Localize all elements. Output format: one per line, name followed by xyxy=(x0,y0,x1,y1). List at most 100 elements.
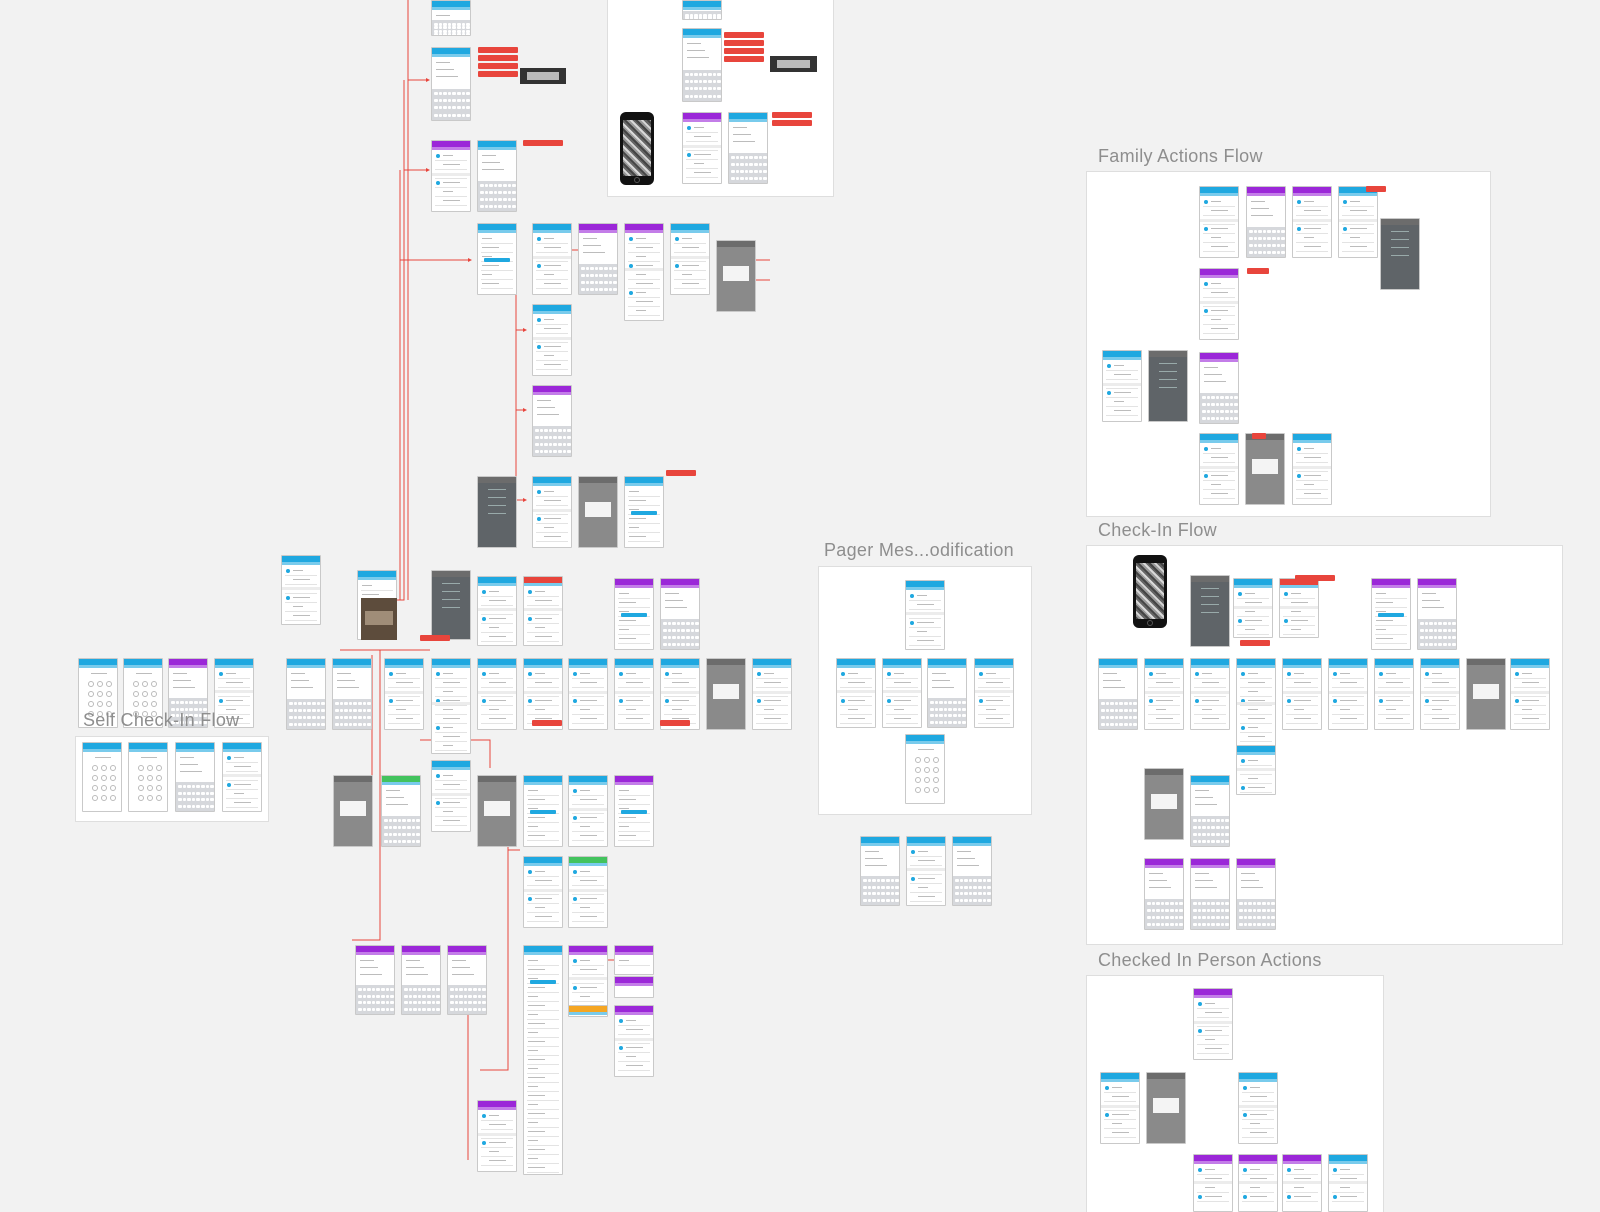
mobile-screen-thumbnail[interactable] xyxy=(355,945,395,1015)
mobile-screen-thumbnail[interactable] xyxy=(682,0,722,20)
mobile-screen-thumbnail[interactable] xyxy=(1199,352,1239,424)
mobile-screen-thumbnail[interactable] xyxy=(568,945,608,1015)
mobile-screen-thumbnail[interactable] xyxy=(523,775,563,847)
mobile-screen-thumbnail[interactable] xyxy=(614,578,654,650)
mobile-screen-thumbnail[interactable] xyxy=(1148,350,1188,422)
mobile-screen-thumbnail[interactable] xyxy=(82,742,122,812)
mobile-screen-thumbnail[interactable] xyxy=(523,945,563,1175)
mobile-screen-thumbnail[interactable] xyxy=(952,836,992,906)
mobile-screen-thumbnail[interactable] xyxy=(682,112,722,184)
mobile-screen-thumbnail[interactable] xyxy=(1279,578,1319,638)
mobile-screen-thumbnail[interactable] xyxy=(431,570,471,640)
mobile-screen-thumbnail[interactable] xyxy=(523,576,563,646)
mobile-screen-thumbnail[interactable] xyxy=(1236,745,1276,795)
mobile-screen-thumbnail[interactable] xyxy=(1102,350,1142,422)
mobile-screen-thumbnail[interactable] xyxy=(381,775,421,847)
mobile-screen-thumbnail[interactable] xyxy=(624,476,664,548)
mobile-screen-thumbnail[interactable] xyxy=(1199,433,1239,505)
mobile-screen-thumbnail[interactable] xyxy=(1098,658,1138,730)
mobile-screen-thumbnail[interactable] xyxy=(1190,775,1230,847)
mobile-screen-thumbnail[interactable] xyxy=(431,140,471,212)
mobile-screen-thumbnail[interactable] xyxy=(614,945,654,975)
mobile-screen-thumbnail[interactable] xyxy=(1190,575,1230,647)
artboard-title-family-actions[interactable]: Family Actions Flow xyxy=(1098,146,1263,166)
mobile-screen-thumbnail[interactable] xyxy=(1374,658,1414,730)
mobile-screen-thumbnail[interactable] xyxy=(1238,1072,1278,1144)
mobile-screen-thumbnail[interactable] xyxy=(333,775,373,847)
artboard-title-pager-message[interactable]: Pager Mes...odification xyxy=(824,540,1014,560)
mobile-screen-thumbnail[interactable] xyxy=(1246,186,1286,258)
mobile-screen-thumbnail[interactable] xyxy=(123,658,163,728)
mobile-screen-thumbnail[interactable] xyxy=(477,140,517,212)
artboard-title-self-check-in[interactable]: Self Check-In Flow xyxy=(83,710,240,730)
mobile-screen-thumbnail[interactable] xyxy=(860,836,900,906)
mobile-screen-thumbnail[interactable] xyxy=(716,240,756,312)
mobile-screen-thumbnail[interactable] xyxy=(927,658,967,728)
mobile-screen-thumbnail[interactable] xyxy=(1282,658,1322,730)
mobile-screen-thumbnail[interactable] xyxy=(1328,1154,1368,1212)
mobile-screen-thumbnail[interactable] xyxy=(1245,433,1285,505)
mobile-screen-thumbnail[interactable] xyxy=(670,223,710,295)
mobile-screen-thumbnail[interactable] xyxy=(1199,268,1239,340)
mobile-screen-thumbnail[interactable] xyxy=(974,658,1014,728)
mobile-screen-thumbnail[interactable] xyxy=(1144,658,1184,730)
mobile-screen-thumbnail[interactable] xyxy=(578,223,618,295)
mobile-screen-thumbnail[interactable] xyxy=(1193,1154,1233,1212)
mobile-screen-thumbnail[interactable] xyxy=(1238,1154,1278,1212)
mobile-screen-thumbnail[interactable] xyxy=(624,223,664,321)
mobile-screen-thumbnail[interactable] xyxy=(523,856,563,928)
artboard-title-check-in[interactable]: Check-In Flow xyxy=(1098,520,1217,540)
mobile-screen-thumbnail[interactable] xyxy=(431,47,471,121)
mobile-screen-thumbnail[interactable] xyxy=(1292,433,1332,505)
mobile-screen-thumbnail[interactable] xyxy=(1338,186,1378,258)
mobile-screen-thumbnail[interactable] xyxy=(614,976,654,998)
mobile-screen-thumbnail[interactable] xyxy=(477,775,517,847)
mobile-screen-thumbnail[interactable] xyxy=(568,1005,608,1017)
mobile-screen-thumbnail[interactable] xyxy=(477,223,517,295)
mobile-screen-thumbnail[interactable] xyxy=(532,223,572,295)
mobile-screen-thumbnail[interactable] xyxy=(477,658,517,730)
mobile-screen-thumbnail[interactable] xyxy=(532,385,572,457)
mobile-screen-thumbnail[interactable] xyxy=(836,658,876,728)
mobile-screen-thumbnail[interactable] xyxy=(431,658,471,754)
mobile-screen-thumbnail[interactable] xyxy=(175,742,215,812)
mobile-screen-thumbnail[interactable] xyxy=(532,476,572,548)
mobile-screen-thumbnail[interactable] xyxy=(532,304,572,376)
mobile-screen-thumbnail[interactable] xyxy=(1190,858,1230,930)
mobile-screen-thumbnail[interactable] xyxy=(728,112,768,184)
mobile-screen-thumbnail[interactable] xyxy=(286,658,326,730)
mobile-screen-thumbnail[interactable] xyxy=(332,658,372,730)
mobile-screen-thumbnail[interactable] xyxy=(1417,578,1457,650)
mobile-screen-thumbnail[interactable] xyxy=(477,476,517,548)
mobile-screen-thumbnail[interactable] xyxy=(1190,658,1230,730)
mobile-screen-thumbnail[interactable] xyxy=(1193,988,1233,1060)
mobile-screen-thumbnail[interactable] xyxy=(1236,858,1276,930)
mobile-screen-thumbnail[interactable] xyxy=(1144,858,1184,930)
mobile-screen-thumbnail[interactable] xyxy=(431,760,471,832)
mobile-screen-thumbnail[interactable] xyxy=(1100,1072,1140,1144)
mobile-screen-thumbnail[interactable] xyxy=(1380,218,1420,290)
mobile-screen-thumbnail[interactable] xyxy=(477,1100,517,1172)
mobile-screen-thumbnail[interactable] xyxy=(614,658,654,730)
mobile-screen-thumbnail[interactable] xyxy=(568,775,608,847)
mobile-screen-thumbnail[interactable] xyxy=(447,945,487,1015)
mobile-screen-thumbnail[interactable] xyxy=(1371,578,1411,650)
mobile-screen-thumbnail[interactable] xyxy=(523,658,563,730)
mobile-screen-thumbnail[interactable] xyxy=(568,856,608,928)
mobile-screen-thumbnail[interactable] xyxy=(660,658,700,730)
mobile-screen-thumbnail[interactable] xyxy=(1328,658,1368,730)
mobile-screen-thumbnail[interactable] xyxy=(1236,658,1276,754)
mobile-screen-thumbnail[interactable] xyxy=(1420,658,1460,730)
mobile-screen-thumbnail[interactable] xyxy=(882,658,922,728)
mobile-screen-thumbnail[interactable] xyxy=(1466,658,1506,730)
artboard-family-actions[interactable] xyxy=(1087,172,1490,516)
mobile-screen-thumbnail[interactable] xyxy=(78,658,118,728)
mobile-screen-thumbnail[interactable] xyxy=(281,555,321,625)
mobile-screen-thumbnail[interactable] xyxy=(1144,768,1184,840)
mobile-screen-thumbnail[interactable] xyxy=(706,658,746,730)
mobile-screen-thumbnail[interactable] xyxy=(1233,578,1273,638)
mobile-screen-thumbnail[interactable] xyxy=(222,742,262,812)
mobile-screen-thumbnail[interactable] xyxy=(682,28,722,102)
mobile-screen-thumbnail[interactable] xyxy=(477,576,517,646)
